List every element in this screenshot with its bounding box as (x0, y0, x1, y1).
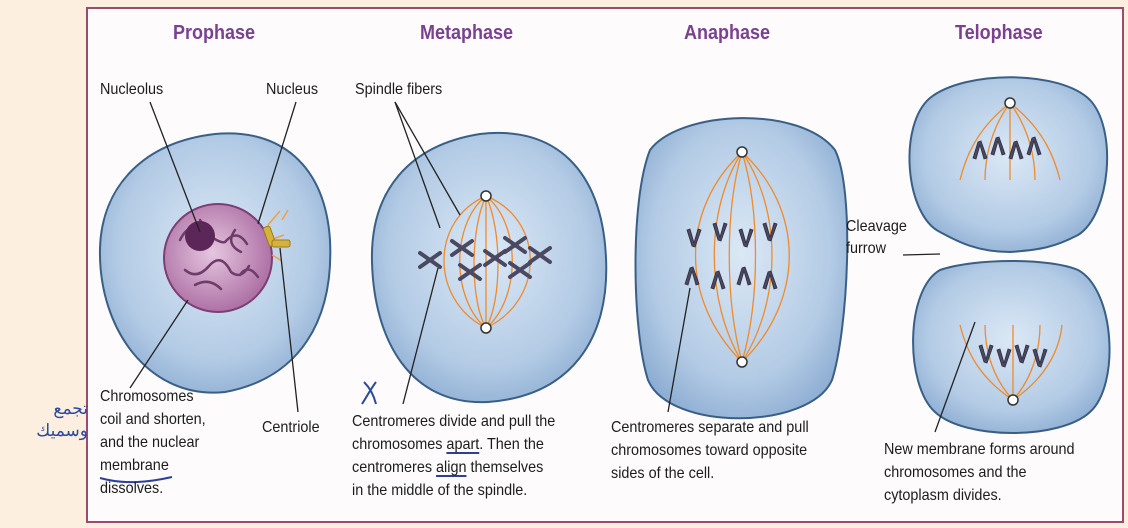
anaphase-cell (636, 118, 848, 418)
desc-anaphase: Centromeres separate and pull chromosome… (611, 416, 809, 485)
nucleus-shape (164, 204, 272, 312)
telophase-cell (903, 77, 1110, 433)
label-nucleolus: Nucleolus (100, 78, 163, 101)
prophase-cell (100, 102, 330, 412)
desc-telophase: New membrane forms around chromosomes an… (884, 438, 1074, 507)
title-prophase: Prophase (173, 22, 255, 45)
label-cleavage-furrow: Cleavage furrow (846, 216, 907, 260)
label-centriole: Centriole (262, 416, 320, 439)
title-metaphase: Metaphase (420, 22, 513, 45)
nucleolus-shape (185, 221, 215, 251)
desc-prophase: Chromosomes coil and shorten, and the nu… (100, 385, 206, 500)
handwritten-mark (362, 382, 376, 404)
metaphase-cell (372, 102, 606, 404)
desc-metaphase: Centromeres divide and pull the chromoso… (352, 410, 555, 502)
title-telophase: Telophase (955, 22, 1043, 45)
title-anaphase: Anaphase (684, 22, 770, 45)
label-nucleus: Nucleus (266, 78, 318, 101)
handwritten-arabic-note: تجمع وسميك (4, 398, 88, 442)
label-spindle-fibers: Spindle fibers (355, 78, 442, 101)
